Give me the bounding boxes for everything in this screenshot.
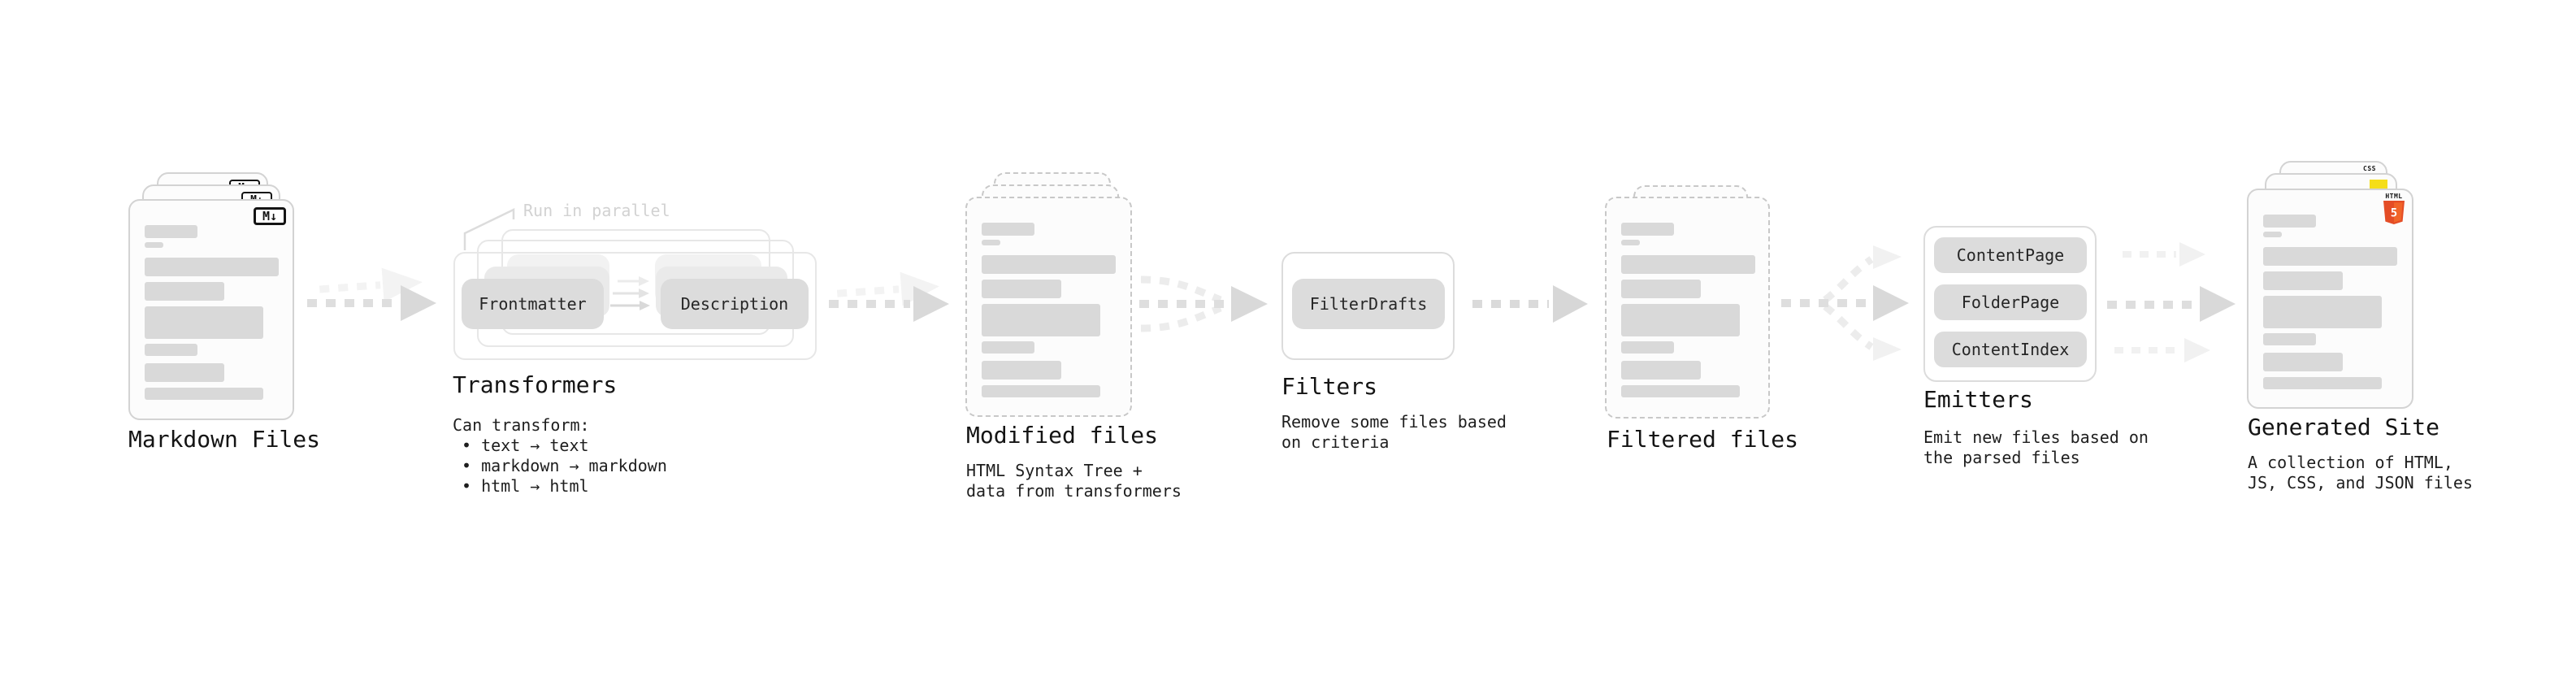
content-bar	[982, 304, 1100, 336]
generated-site-description: A collection of HTML, JS, CSS, and JSON …	[2248, 453, 2473, 493]
content-bar	[1621, 280, 1701, 298]
run-in-parallel-annotation: Run in parallel	[523, 201, 670, 220]
description-line: data from transformers	[966, 481, 1182, 501]
modified-files-description: HTML Syntax Tree + data from transformer…	[966, 461, 1182, 501]
pill-description: Description	[661, 279, 809, 329]
content-bar	[2263, 215, 2316, 228]
pill-frontmatter: Frontmatter	[462, 279, 604, 329]
content-bar	[1621, 341, 1674, 354]
content-bar	[2263, 271, 2343, 290]
content-bar	[1621, 255, 1755, 274]
content-bar	[1621, 240, 1640, 245]
content-bar	[145, 282, 224, 301]
pill-contentindex: ContentIndex	[1934, 332, 2087, 367]
content-bar	[982, 280, 1061, 298]
arrow-markdown-to-transformers	[307, 267, 436, 321]
file-content-placeholder	[130, 225, 293, 400]
content-bar	[2263, 377, 2382, 389]
javascript-icon	[2370, 180, 2387, 189]
pill-folderpage: FolderPage	[1934, 284, 2087, 320]
arrow-fan-out-filtered-to-emitters	[1781, 245, 1909, 361]
file-content-placeholder	[967, 223, 1130, 397]
filters-description: Remove some files based on criteria	[1281, 412, 1507, 453]
file-card-front	[1605, 197, 1770, 419]
transformer-group-front	[453, 252, 817, 360]
description-line: Remove some files based	[1281, 412, 1507, 432]
file-content-placeholder	[2249, 215, 2412, 389]
content-bar	[1621, 304, 1740, 336]
markdown-icon: M↓	[254, 207, 286, 225]
html5-icon-label: HTML	[2385, 193, 2403, 200]
bullet-item: • html → html	[462, 476, 589, 496]
content-bar	[145, 344, 197, 356]
file-card-front	[965, 197, 1132, 417]
annotation-leader-line	[463, 208, 515, 250]
content-bar	[2263, 333, 2316, 345]
content-bar	[2263, 232, 2282, 237]
pill-filterdrafts: FilterDrafts	[1292, 279, 1445, 329]
emitters-description: Emit new files based on the parsed files	[1923, 427, 2149, 468]
stage-label-filtered-files: Filtered files	[1607, 426, 1799, 453]
transformers-description: Can transform: • text → text • markdown …	[453, 415, 667, 497]
arrow-emitters-to-generated	[2107, 242, 2236, 362]
content-bar	[1621, 361, 1701, 380]
arrow-filters-to-filtered	[1472, 285, 1588, 323]
content-bar	[145, 388, 263, 400]
pill-contentpage: ContentPage	[1934, 237, 2087, 273]
parallel-mini-arrows	[610, 276, 650, 310]
content-bar	[982, 255, 1116, 274]
stage-label-markdown-files: Markdown Files	[128, 426, 321, 453]
stage-label-emitters: Emitters	[1923, 386, 2033, 413]
content-bar	[2263, 353, 2343, 371]
content-bar	[145, 258, 279, 276]
content-bar	[2263, 296, 2382, 328]
description-line: Emit new files based on	[1923, 427, 2149, 447]
html5-icon: HTML 5	[2383, 193, 2405, 228]
html5-shield-icon: 5	[2383, 201, 2405, 224]
content-bar	[2263, 247, 2397, 266]
content-bar	[982, 240, 1000, 245]
stage-label-generated-site: Generated Site	[2248, 414, 2440, 440]
arrow-fan-in-modified-to-filters	[1139, 275, 1268, 332]
html5-icon-number: 5	[2391, 207, 2397, 220]
stage-label-transformers: Transformers	[453, 371, 618, 398]
stage-label-filters: Filters	[1281, 373, 1378, 400]
description-line: on criteria	[1281, 432, 1390, 452]
content-bar	[145, 363, 224, 382]
bullet-item: • markdown → markdown	[462, 456, 667, 475]
description-line: HTML Syntax Tree +	[966, 461, 1143, 480]
css-icon-label: CSS	[2363, 165, 2376, 172]
content-bar	[1621, 385, 1740, 397]
description-line: JS, CSS, and JSON files	[2248, 473, 2473, 492]
file-content-placeholder	[1607, 223, 1768, 397]
content-bar	[1621, 223, 1674, 236]
content-bar	[145, 306, 263, 339]
description-title: Can transform:	[453, 415, 590, 435]
content-bar	[145, 225, 197, 238]
content-bar	[145, 242, 163, 248]
content-bar	[982, 361, 1061, 380]
description-line: A collection of HTML,	[2248, 453, 2453, 472]
content-bar	[982, 223, 1034, 236]
file-card-front: M↓	[128, 199, 294, 420]
file-card-html: HTML 5	[2247, 189, 2413, 409]
bullet-item: • text → text	[462, 436, 589, 455]
arrow-transformers-to-modified	[829, 271, 949, 322]
stage-label-modified-files: Modified files	[966, 422, 1159, 449]
content-bar	[982, 385, 1100, 397]
description-line: the parsed files	[1923, 448, 2080, 467]
content-bar	[982, 341, 1034, 354]
